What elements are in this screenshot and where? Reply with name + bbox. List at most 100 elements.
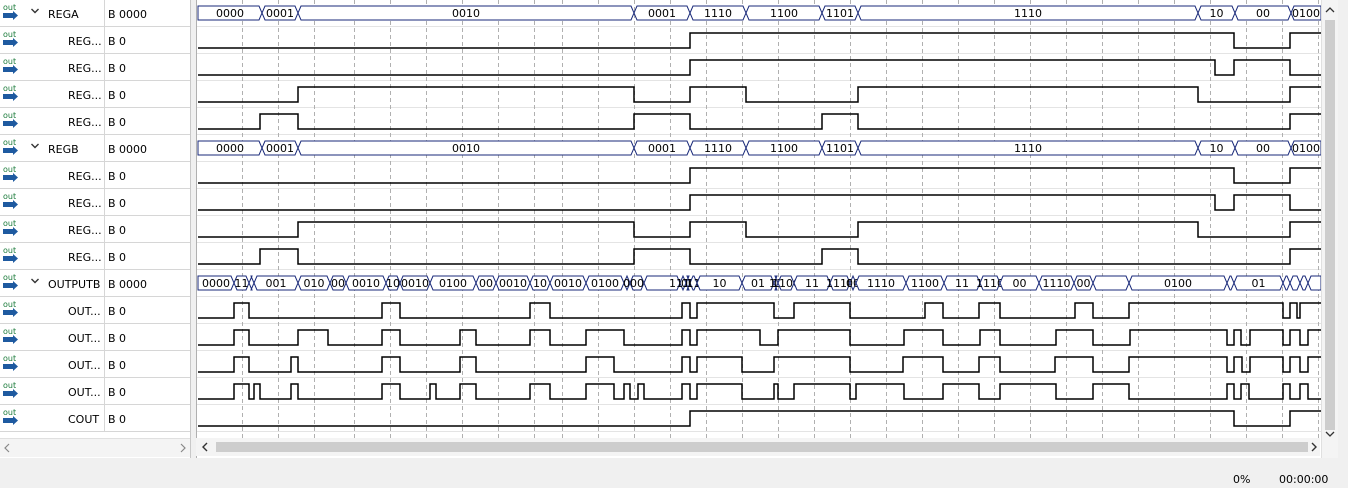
output-pin-icon: out [3, 354, 18, 371]
output-pin-bar [3, 283, 5, 288]
bus-value-label: 10 [713, 277, 727, 290]
signal-value: B 0000 [108, 143, 148, 156]
output-pin-icon: out [3, 381, 18, 398]
output-pin-icon: out [3, 3, 18, 20]
bus-value-label: 10 [1210, 7, 1224, 20]
column-divider [104, 189, 105, 216]
signal-name: REG... [68, 89, 102, 102]
hscroll-thumb[interactable] [216, 442, 1308, 452]
waveform-vscroll-graphics [1325, 7, 1335, 437]
bus-value-label: 0001 [623, 277, 651, 290]
scroll-down-arrow-icon[interactable] [1325, 431, 1335, 437]
output-pin-icon-text: out [3, 111, 16, 120]
output-pin-icon-text: out [3, 165, 16, 174]
output-pin-arrow [5, 200, 18, 209]
output-pin-icon-text: out [3, 408, 16, 417]
signal-value: B 0 [108, 251, 127, 264]
output-pin-icon-text: out [3, 3, 16, 12]
output-pin-arrow [5, 65, 18, 74]
bus-segment [1299, 275, 1309, 291]
output-pin-bar [3, 148, 5, 153]
output-pin-bar [3, 175, 5, 180]
column-divider [104, 270, 105, 297]
chevron-down-icon[interactable] [30, 6, 40, 16]
signal-waveform [198, 32, 1321, 49]
signal-value: B 0 [108, 305, 127, 318]
output-pin-arrow [5, 173, 18, 182]
output-pin-bar [3, 310, 5, 315]
scroll-right-arrow-icon[interactable] [180, 443, 186, 453]
bus-value-label: 1101 [826, 142, 854, 155]
signal-list-hscrollbar[interactable] [0, 438, 190, 457]
output-pin-icon-text: out [3, 30, 16, 39]
signal-value: B 0000 [108, 278, 148, 291]
bus-value-label: 0001 [648, 7, 676, 20]
output-pin-icon-text: out [3, 246, 16, 255]
column-divider [104, 216, 105, 243]
output-pin-bar [3, 94, 5, 99]
output-pin-arrow [5, 11, 18, 20]
bus-segment [1290, 5, 1321, 21]
scroll-right-arrow-icon[interactable] [1311, 442, 1317, 452]
signal-waveform [198, 221, 1321, 238]
waveform-hscroll-graphics [202, 442, 1317, 452]
signal-name: REG... [68, 170, 102, 183]
bus-value-label: 1110 [1014, 142, 1042, 155]
waveform-hscrollbar[interactable] [196, 438, 1320, 456]
bus-value-label: 00 [846, 277, 860, 290]
scroll-left-arrow-icon[interactable] [202, 442, 208, 452]
scroll-left-arrow-icon[interactable] [4, 443, 10, 453]
signal-value: B 0 [108, 224, 127, 237]
output-pin-icon: out [3, 30, 18, 47]
vscroll-thumb[interactable] [1325, 20, 1335, 430]
chevron-down-icon[interactable] [30, 141, 40, 151]
output-pin-icon-text: out [3, 300, 16, 309]
column-divider [104, 108, 105, 135]
signal-waveform [198, 194, 1321, 211]
signal-name: COUT [68, 413, 100, 426]
bus-segment [1290, 140, 1321, 156]
bus-value-label: 11 [687, 277, 701, 290]
scroll-up-arrow-icon[interactable] [1325, 7, 1335, 13]
signal-name: OUT... [68, 386, 101, 399]
output-pin-bar [3, 418, 5, 423]
bus-value-label: 00 [1256, 7, 1270, 20]
bus-value-label: 0001 [266, 142, 294, 155]
bus-value-label: 1100 [911, 277, 939, 290]
bus-value-label: 0010 [499, 277, 527, 290]
bus-value-label: 1110 [867, 277, 895, 290]
output-pin-bar [3, 391, 5, 396]
bus-value-label: 1100 [770, 7, 798, 20]
bus-value-label: 01 [751, 277, 765, 290]
output-pin-bar [3, 337, 5, 342]
bus-value-label: 0010 [452, 142, 480, 155]
bus-value-label: 0000 [216, 142, 244, 155]
bus-value-label: 0100 [1292, 142, 1320, 155]
bus-value-label: 0100 [439, 277, 467, 290]
output-pin-icon-text: out [3, 354, 16, 363]
signal-waveform [198, 356, 1321, 373]
signal-list-scroll-arrows [4, 443, 186, 453]
waveform-vscrollbar[interactable] [1321, 0, 1338, 458]
signal-value: B 0 [108, 62, 127, 75]
chevron-down-icon[interactable] [30, 276, 40, 286]
